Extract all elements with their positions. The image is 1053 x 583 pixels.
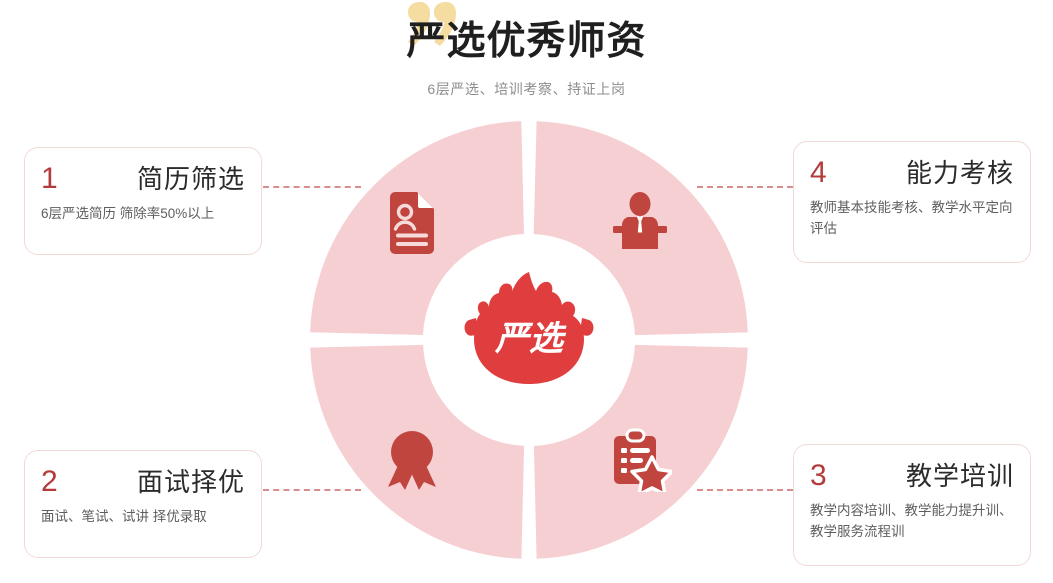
step-card-4-number: 4 <box>810 156 827 189</box>
connector-line-1 <box>263 186 361 188</box>
step-card-4-desc: 教师基本技能考核、教学水平定向评估 <box>810 200 1013 236</box>
step-card-1-number: 1 <box>41 162 58 195</box>
center-logo-text: 严选 <box>494 320 567 358</box>
step-card-1-title: 简历筛选 <box>136 164 245 194</box>
connector-line-2 <box>263 489 361 491</box>
page-subtitle: 6层严选、培训考察、持证上岗 <box>427 81 626 97</box>
step-card-3-desc: 教学内容培训、教学能力提升训、教学服务流程训 <box>810 503 1013 539</box>
step-card-1-head: 1 简历筛选 <box>41 162 245 196</box>
step-card-1-desc: 6层严选简历 筛除率50%以上 <box>41 206 215 221</box>
step-card-2-desc: 面试、笔试、试讲 择优录取 <box>41 509 207 524</box>
clipboard-star-icon <box>608 428 672 492</box>
step-card-3[interactable]: 3 教学培训 教学内容培训、教学能力提升训、教学服务流程训 <box>793 444 1031 566</box>
step-card-4-title: 能力考核 <box>905 158 1014 188</box>
step-card-2-title: 面试择优 <box>136 467 245 497</box>
connector-line-3 <box>697 489 793 491</box>
connector-line-4 <box>697 186 793 188</box>
step-card-4-head: 4 能力考核 <box>810 156 1014 190</box>
award-medal-icon <box>380 428 444 492</box>
resume-document-icon <box>380 191 444 255</box>
step-card-3-head: 3 教学培训 <box>810 459 1014 493</box>
step-card-4[interactable]: 4 能力考核 教师基本技能考核、教学水平定向评估 <box>793 141 1031 263</box>
page-title: 严选优秀师资 <box>406 20 647 63</box>
step-card-3-number: 3 <box>810 459 827 492</box>
step-card-2[interactable]: 2 面试择优 面试、笔试、试讲 择优录取 <box>24 450 262 558</box>
step-card-2-head: 2 面试择优 <box>41 465 245 499</box>
podium-speaker-icon <box>608 191 672 255</box>
quote-mark-icon <box>404 2 458 50</box>
step-card-2-number: 2 <box>41 465 58 498</box>
step-card-3-title: 教学培训 <box>905 461 1014 491</box>
center-brand-logo: 严选 <box>463 272 595 390</box>
step-card-1[interactable]: 1 简历筛选 6层严选简历 筛除率50%以上 <box>24 147 262 255</box>
